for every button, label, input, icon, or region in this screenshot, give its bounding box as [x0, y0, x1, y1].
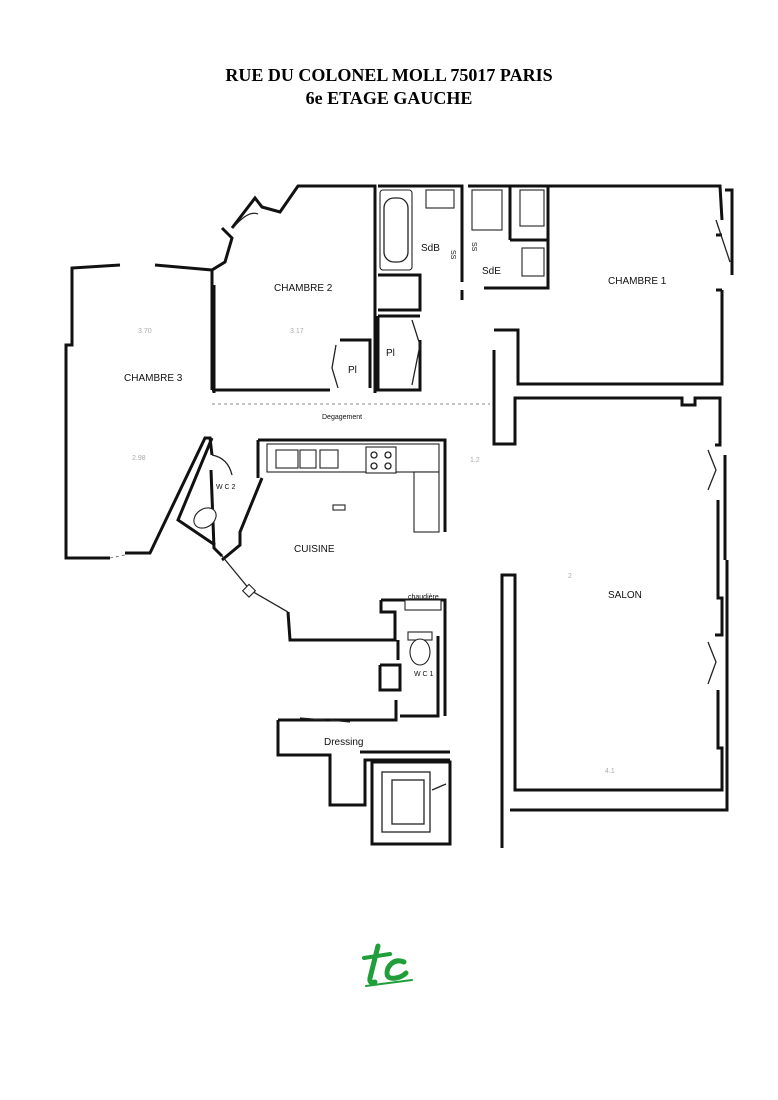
doors: [109, 212, 731, 723]
label-degagement: Degagement: [322, 414, 362, 421]
dim-ch2-mid: 3.17: [290, 328, 304, 335]
window-salon-1: [707, 449, 717, 491]
burner-3: [370, 462, 378, 470]
sde-toilet: [521, 247, 545, 277]
bathtub: [379, 189, 413, 271]
kitchen-island-mark: [332, 504, 346, 511]
sde-shower: [471, 189, 503, 231]
salon-walls: [492, 350, 724, 848]
salon-right-wall: [510, 455, 729, 812]
lift-car: [391, 779, 425, 825]
label-dressing: Dressing: [324, 737, 363, 748]
plan-title-floor: 6e ETAGE GAUCHE: [305, 88, 473, 108]
dim-ch3-top: 3.70: [138, 328, 152, 335]
label-sde: SdE: [482, 266, 501, 277]
dim-salon-bottom: 4.1: [605, 768, 615, 775]
door-swing-dressing: [299, 717, 351, 723]
chambre3-top-wall: [154, 263, 214, 390]
dim-degagement: 1.2: [470, 457, 480, 464]
label-wc1: W C 1: [414, 671, 434, 678]
burner-4: [384, 462, 392, 470]
walls: [64, 184, 734, 848]
label-ss-sde: SS: [470, 242, 477, 252]
label-chambre3: CHAMBRE 3: [124, 373, 183, 384]
dressing-walls: [276, 720, 450, 807]
plan-title-address: RUE DU COLONEL MOLL 75017 PARIS: [225, 65, 553, 85]
wc1-walls: [278, 598, 447, 722]
door-swing-ch1: [715, 219, 731, 263]
label-salon: SALON: [608, 590, 642, 601]
placard-walls: [340, 273, 422, 392]
wc1-toilet: [409, 638, 431, 666]
dimension-labels: 3.70 2.98 3.17 2 4.1 1.2: [132, 328, 615, 775]
dim-salon-mid: 2: [568, 573, 572, 580]
label-chambre1: CHAMBRE 1: [608, 276, 667, 287]
label-placard2: Pl: [386, 348, 395, 359]
cooktop: [365, 446, 397, 474]
sdb-sink: [425, 189, 455, 209]
lift-cage: [370, 760, 452, 846]
lift-inner: [381, 771, 431, 833]
kitchen-walls: [221, 438, 447, 642]
chambre2-walls: [210, 184, 377, 393]
wc2-toilet: [193, 507, 217, 529]
entry-post: [241, 583, 257, 598]
kitchen-drain: [319, 449, 339, 469]
window-salon-2: [707, 641, 717, 685]
door-swing-entry: [221, 555, 289, 613]
bathtub-inner: [383, 197, 409, 263]
door-swing-ch2: [232, 212, 259, 229]
room-labels: CHAMBRE 1 CHAMBRE 2 CHAMBRE 3 SdB SdE SS…: [124, 242, 667, 748]
label-wc2: W C 2: [216, 484, 236, 491]
kitchen-sink-2: [299, 449, 317, 469]
label-chaudiere: chaudière: [408, 594, 439, 601]
burner-2: [384, 451, 392, 459]
kitchen-counter-side: [413, 471, 440, 533]
label-sdb: SdB: [421, 243, 440, 254]
dim-ch3-mid: 2.98: [132, 455, 146, 462]
placard1-door: [331, 344, 339, 389]
tc-logo-icon: [362, 943, 413, 987]
placard2-door: [411, 319, 421, 386]
door-swing-ch3: [211, 454, 233, 476]
chambre1-walls: [494, 184, 734, 386]
wc2-walls: [176, 437, 216, 547]
burner-1: [370, 451, 378, 459]
label-chambre2: CHAMBRE 2: [274, 283, 333, 294]
lift-door: [431, 783, 447, 791]
fixtures: [193, 189, 545, 666]
boiler: [404, 599, 442, 611]
label-ss-sdb: SS: [449, 250, 456, 260]
window-ch3: [109, 554, 126, 559]
sde-sink: [519, 189, 545, 227]
kitchen-sink: [275, 449, 299, 469]
label-cuisine: CUISINE: [294, 544, 335, 555]
label-placard1: Pl: [348, 365, 357, 376]
